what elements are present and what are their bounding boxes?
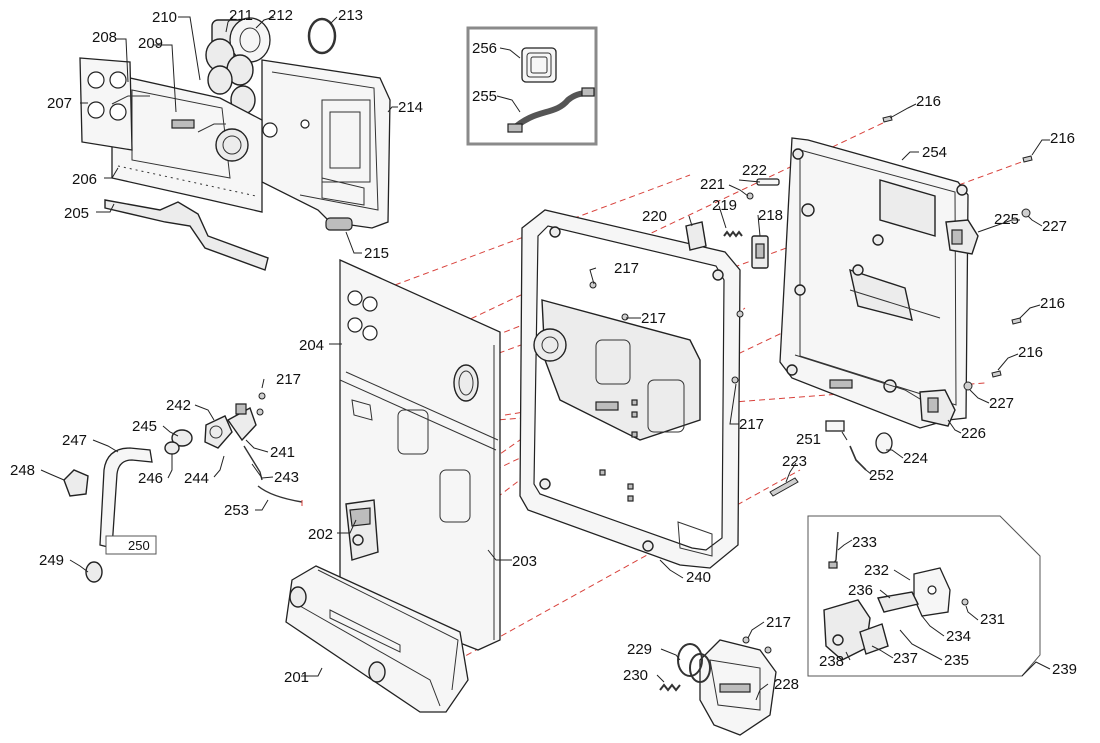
callout-241: 241 [270, 444, 295, 461]
callout-227-a: 227 [1042, 218, 1067, 235]
callout-239: 239 [1052, 661, 1077, 678]
callout-215: 215 [364, 245, 389, 262]
callout-202: 202 [308, 526, 333, 543]
callout-253: 253 [224, 502, 249, 519]
callout-223: 223 [782, 453, 807, 470]
hinges [919, 219, 979, 427]
callout-213: 213 [338, 7, 363, 24]
main-frame [519, 209, 741, 569]
callout-216-a: 216 [916, 93, 941, 110]
callout-247: 247 [62, 432, 87, 449]
callout-254: 254 [922, 144, 947, 161]
callout-221: 221 [700, 176, 725, 193]
callout-217-d: 217 [276, 371, 301, 388]
callout-251: 251 [796, 431, 821, 448]
callout-235: 235 [944, 652, 969, 669]
callout-224: 224 [903, 450, 928, 467]
callout-242: 242 [166, 397, 191, 414]
callout-212: 212 [268, 7, 293, 24]
callout-228: 228 [774, 676, 799, 693]
callout-225: 225 [994, 211, 1019, 228]
callout-208: 208 [92, 29, 117, 46]
callout-231: 231 [980, 611, 1005, 628]
callout-244: 244 [184, 470, 209, 487]
callout-252: 252 [869, 467, 894, 484]
callout-210: 210 [152, 9, 177, 26]
callout-238: 238 [819, 653, 844, 670]
callout-216-c: 216 [1040, 295, 1065, 312]
callout-237: 237 [893, 650, 918, 667]
callout-217-e: 217 [766, 614, 791, 631]
callout-206: 206 [72, 171, 97, 188]
callout-230: 230 [623, 667, 648, 684]
small-hardware [256, 115, 1033, 654]
door-handle [345, 499, 379, 561]
callout-240: 240 [686, 569, 711, 586]
hose-assembly [63, 403, 303, 583]
control-module-assembly [79, 17, 391, 271]
callout-233: 233 [852, 534, 877, 551]
callout-214: 214 [398, 99, 423, 116]
callout-216-d: 216 [1018, 344, 1043, 361]
callout-207: 207 [47, 95, 72, 112]
callout-255: 255 [472, 88, 497, 105]
callout-234: 234 [946, 628, 971, 645]
callout-226: 226 [961, 425, 986, 442]
callout-201: 201 [284, 669, 309, 686]
callout-222: 222 [742, 162, 767, 179]
switch-inset [807, 515, 1041, 677]
callout-229: 229 [627, 641, 652, 658]
callout-218: 218 [758, 207, 783, 224]
callout-209: 209 [138, 35, 163, 52]
bottom-tray [285, 565, 469, 713]
callout-220: 220 [642, 208, 667, 225]
callout-232: 232 [864, 562, 889, 579]
leader-lines [40, 16, 1051, 701]
connector-assembly [659, 639, 777, 736]
callout-219: 219 [712, 197, 737, 214]
callout-211: 211 [229, 7, 253, 24]
callout-labels: 201 202 203 204 205 206 207 208 209 210 … [10, 7, 1077, 693]
callout-204: 204 [299, 337, 324, 354]
callout-227-b: 227 [989, 395, 1014, 412]
callout-246: 246 [138, 470, 163, 487]
callout-236: 236 [848, 582, 873, 599]
callout-216-b: 216 [1050, 130, 1075, 147]
callout-243: 243 [274, 469, 299, 486]
callout-205: 205 [64, 205, 89, 222]
callout-217-b: 217 [641, 310, 666, 327]
callout-248: 248 [10, 462, 35, 479]
callout-256: 256 [472, 40, 497, 57]
callout-250: 250 [128, 538, 150, 553]
callout-249: 249 [39, 552, 64, 569]
callout-250-box [105, 535, 157, 555]
callout-217-c: 217 [739, 416, 764, 433]
callout-245: 245 [132, 418, 157, 435]
callout-217-a: 217 [614, 260, 639, 277]
front-cover [339, 258, 501, 651]
cable-inset [466, 26, 598, 146]
rear-plate [779, 137, 969, 429]
callout-203: 203 [512, 553, 537, 570]
